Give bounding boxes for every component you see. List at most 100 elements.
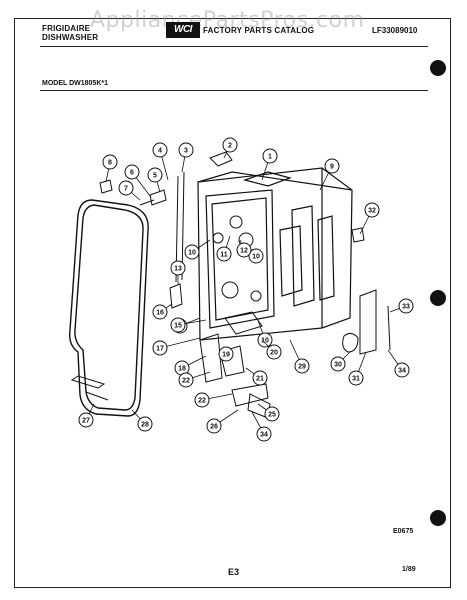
callout-33: 33 <box>389 298 414 314</box>
callout-7: 7 <box>118 180 141 201</box>
model-label: MODEL DW1805K*1 <box>42 80 109 87</box>
callout-number: 9 <box>330 164 334 171</box>
callout-circle <box>124 164 140 180</box>
callout-circle <box>330 356 346 372</box>
callout-number: 2 <box>228 143 232 150</box>
callout-circle <box>348 370 364 386</box>
callout-circle <box>216 246 232 262</box>
callout-number: 28 <box>141 422 149 429</box>
callout-circle <box>102 154 118 170</box>
callout-circle <box>178 372 194 388</box>
door-clip <box>70 375 109 401</box>
catalog-number: LF33089010 <box>372 26 418 35</box>
callout-number: 31 <box>352 376 360 383</box>
callout-number: 21 <box>256 376 264 383</box>
callout-number: 6 <box>130 170 134 177</box>
callout-8: 8 <box>102 154 118 183</box>
callout-circle <box>294 358 310 374</box>
callout-circle <box>194 392 210 408</box>
callout-28: 28 <box>131 409 153 432</box>
callout-31: 31 <box>348 351 367 386</box>
callout-30: 30 <box>330 351 351 372</box>
callout-number: 13 <box>174 266 182 273</box>
callout-circle <box>184 244 200 260</box>
callout-5: 5 <box>147 167 163 193</box>
brand-block: FRIGIDAIRE DISHWASHER <box>42 24 98 42</box>
callout-circle <box>252 370 268 386</box>
callout-circle <box>118 180 134 196</box>
callout-22: 22 <box>194 392 233 408</box>
callout-6: 6 <box>124 164 151 197</box>
callout-number: 5 <box>153 173 157 180</box>
callout-number: 1 <box>268 154 272 161</box>
callout-number: 22 <box>198 398 206 405</box>
callout-circle <box>170 260 186 276</box>
callout-17: 17 <box>152 337 201 356</box>
callout-11: 11 <box>216 235 232 262</box>
callout-circle <box>324 158 340 174</box>
watermark: AppliancePartsPros.com <box>90 8 365 33</box>
callout-circle <box>206 418 222 434</box>
callout-number: 19 <box>222 352 230 359</box>
callout-12: 12 <box>236 239 252 258</box>
callout-34: 34 <box>251 411 272 442</box>
page-border <box>14 18 451 588</box>
callout-number: 32 <box>368 208 376 215</box>
callout-number: 10 <box>188 250 196 257</box>
callout-1: 1 <box>261 148 278 181</box>
callout-26: 26 <box>206 409 239 434</box>
callout-circle <box>262 148 278 164</box>
catalog-title: FACTORY PARTS CATALOG <box>203 26 315 35</box>
page-label: E3 <box>228 567 240 577</box>
product-type: DISHWASHER <box>42 33 99 42</box>
brand-name: FRIGIDAIRE <box>42 24 91 33</box>
callout-3: 3 <box>178 142 194 173</box>
door-gasket <box>68 199 149 417</box>
callout-22: 22 <box>178 371 211 388</box>
binder-hole-middle <box>430 290 446 306</box>
callout-number: 20 <box>270 350 278 357</box>
callout-27: 27 <box>78 403 95 428</box>
callout-number: 25 <box>268 412 276 419</box>
callout-13: 13 <box>170 260 186 284</box>
callout-16: 16 <box>152 303 173 320</box>
callout-number: 29 <box>298 364 306 371</box>
callout-2: 2 <box>222 137 238 159</box>
callout-number: 8 <box>108 160 112 167</box>
callout-10: 10 <box>184 239 211 260</box>
callout-circle <box>266 344 282 360</box>
callout-number: 27 <box>82 418 90 425</box>
callout-4: 4 <box>152 142 169 181</box>
callout-number: 10 <box>261 338 269 345</box>
callout-circle <box>222 137 238 153</box>
callout-number: 15 <box>174 323 182 330</box>
callout-circle <box>248 248 264 264</box>
callout-circle <box>236 242 252 258</box>
callout-number: 33 <box>402 304 410 311</box>
callout-circle <box>152 142 168 158</box>
callout-number: 22 <box>182 378 190 385</box>
callout-34: 34 <box>387 349 410 378</box>
callout-number: 34 <box>260 432 268 439</box>
callout-circle <box>78 412 94 428</box>
callout-circle <box>394 362 410 378</box>
wci-logo: WCI <box>166 22 200 38</box>
callout-number: 17 <box>156 346 164 353</box>
binder-hole-bottom <box>430 510 446 526</box>
callout-circle <box>137 416 153 432</box>
callout-32: 32 <box>359 202 380 235</box>
callout-number: 16 <box>156 310 164 317</box>
callout-number: 18 <box>178 366 186 373</box>
callout-number: 3 <box>184 148 188 155</box>
callout-29: 29 <box>289 339 310 374</box>
callout-circle <box>147 167 163 183</box>
callout-number: 11 <box>220 252 228 259</box>
callout-number: 26 <box>210 424 218 431</box>
callout-circle <box>264 406 280 422</box>
callout-circle <box>178 142 194 158</box>
callout-10: 10 <box>257 319 273 348</box>
callout-circle <box>364 202 380 218</box>
callout-circle <box>256 426 272 442</box>
callout-number: 7 <box>124 186 128 193</box>
